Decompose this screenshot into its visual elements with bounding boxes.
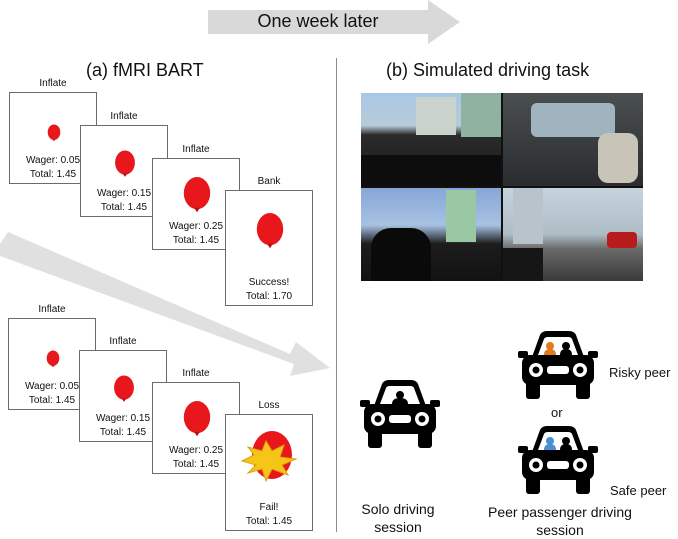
sequence-diagonal-arrow xyxy=(0,232,330,376)
card-line-2: Total: 1.45 xyxy=(28,395,76,406)
card-line-2: Total: 1.45 xyxy=(172,459,220,470)
card-line-1: Wager: 0.25 xyxy=(168,445,224,456)
peer-session-caption: Peer passenger driving session xyxy=(470,503,650,539)
balloon-icon xyxy=(183,177,211,213)
safe-peer-label: Safe peer xyxy=(610,483,667,498)
panel-b-title: (b) Simulated driving task xyxy=(386,60,590,80)
solo-session-caption: Solo driving session xyxy=(348,500,448,536)
balloon-icon xyxy=(47,124,61,142)
card-line-1: Wager: 0.05 xyxy=(25,155,81,166)
safe-peer-car-icon xyxy=(518,426,598,494)
card-action-label: Inflate xyxy=(109,336,137,347)
balloon-icon xyxy=(46,350,60,368)
peer-caption-line-1: Peer passenger driving xyxy=(488,504,632,520)
simulator-view-bottom-left xyxy=(361,188,501,281)
card-line-1: Fail! xyxy=(259,502,279,513)
card-line-1: Wager: 0.05 xyxy=(24,381,80,392)
one-week-later-label: One week later xyxy=(257,11,379,31)
card-line-1: Wager: 0.15 xyxy=(96,188,152,199)
card-line-2: Total: 1.45 xyxy=(99,427,147,438)
card-action-label: Loss xyxy=(258,400,280,411)
card-action-label: Inflate xyxy=(38,304,66,315)
balloon-icon xyxy=(114,375,134,402)
card-action-label: Inflate xyxy=(182,368,210,379)
balloon-icon xyxy=(183,401,211,437)
card-line-2: Total: 1.45 xyxy=(100,202,148,213)
driving-simulator-screenshots xyxy=(361,93,643,281)
card-action-label: Inflate xyxy=(110,111,138,122)
panel-a-title: (a) fMRI BART xyxy=(86,60,204,80)
panel-divider xyxy=(336,58,337,532)
card-line-1: Wager: 0.25 xyxy=(168,221,224,232)
simulator-view-top-left xyxy=(361,93,501,186)
balloon-icon xyxy=(256,213,284,249)
card-line-1: Success! xyxy=(248,277,290,288)
card-line-2: Total: 1.70 xyxy=(245,291,293,302)
card-line-2: Total: 1.45 xyxy=(172,235,220,246)
burst-balloon-icon xyxy=(240,431,298,483)
bart-trial-card: Bank Success! Total: 1.70 xyxy=(225,176,313,306)
or-label: or xyxy=(551,405,563,420)
solo-caption-line-2: session xyxy=(374,519,422,535)
card-line-2: Total: 1.45 xyxy=(29,169,77,180)
bart-trial-card: Loss Fail! Total: 1.45 xyxy=(225,400,313,531)
peer-caption-line-2: session xyxy=(536,522,584,538)
risky-peer-car-icon xyxy=(518,331,598,399)
card-line-1: Wager: 0.15 xyxy=(95,413,151,424)
card-action-label: Inflate xyxy=(182,144,210,155)
card-action-label: Inflate xyxy=(39,78,67,89)
balloon-icon xyxy=(115,150,135,177)
simulator-view-top-right xyxy=(503,93,643,186)
one-week-later-arrow xyxy=(208,0,460,44)
card-action-label: Bank xyxy=(257,176,281,187)
solo-caption-line-1: Solo driving xyxy=(361,501,435,517)
risky-peer-label: Risky peer xyxy=(609,365,671,380)
card-line-2: Total: 1.45 xyxy=(245,516,293,527)
solo-car-icon xyxy=(360,380,440,448)
simulator-view-bottom-right xyxy=(503,188,643,281)
